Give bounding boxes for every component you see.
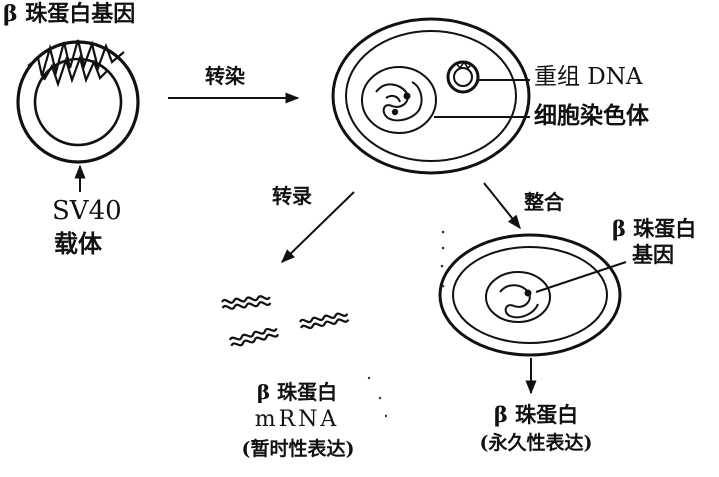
scan-dots: [367, 230, 445, 418]
mrna-label-line2: mRNA: [254, 407, 340, 432]
vector-word-label: 载体: [54, 229, 102, 258]
integration-arrow: [483, 182, 521, 230]
recombinant-dna-label: 重组 DNA: [534, 64, 643, 90]
mrna-label-line1: β 珠蛋白: [256, 380, 338, 404]
integrated-gene-label-2: 基因: [632, 242, 674, 267]
host-cell-integrated: [438, 233, 622, 357]
cell-nucleus: [361, 66, 437, 134]
mrna-strand: [228, 327, 280, 347]
integrated-gene-label-1: β 珠蛋白: [612, 216, 697, 241]
vector-name-label: SV40: [52, 196, 122, 226]
recombinant-dna-episome: [446, 60, 480, 94]
mrna-strand: [298, 312, 350, 330]
transcription-label: 转录: [272, 184, 312, 208]
gene-title-label: β 珠蛋白基因: [3, 1, 136, 27]
transfection-label: 转染: [205, 64, 245, 88]
integrated-gene-leader: [535, 261, 627, 293]
mrna-label-line3: (暂时性表达): [241, 438, 355, 460]
mrna-strands: [221, 295, 350, 347]
protein-label-line1: β 珠蛋白: [493, 402, 579, 427]
protein-label-line2: (永久性表达): [479, 432, 593, 454]
host-cell-transfected: [331, 17, 531, 175]
integrated-nucleus: [485, 271, 551, 323]
chromosome-label: 细胞染色体: [534, 102, 649, 129]
transcription-arrow: [280, 191, 355, 263]
beta-globin-gene-insert: [27, 39, 125, 88]
integration-label: 整合: [524, 190, 564, 214]
mrna-strand: [221, 295, 272, 310]
